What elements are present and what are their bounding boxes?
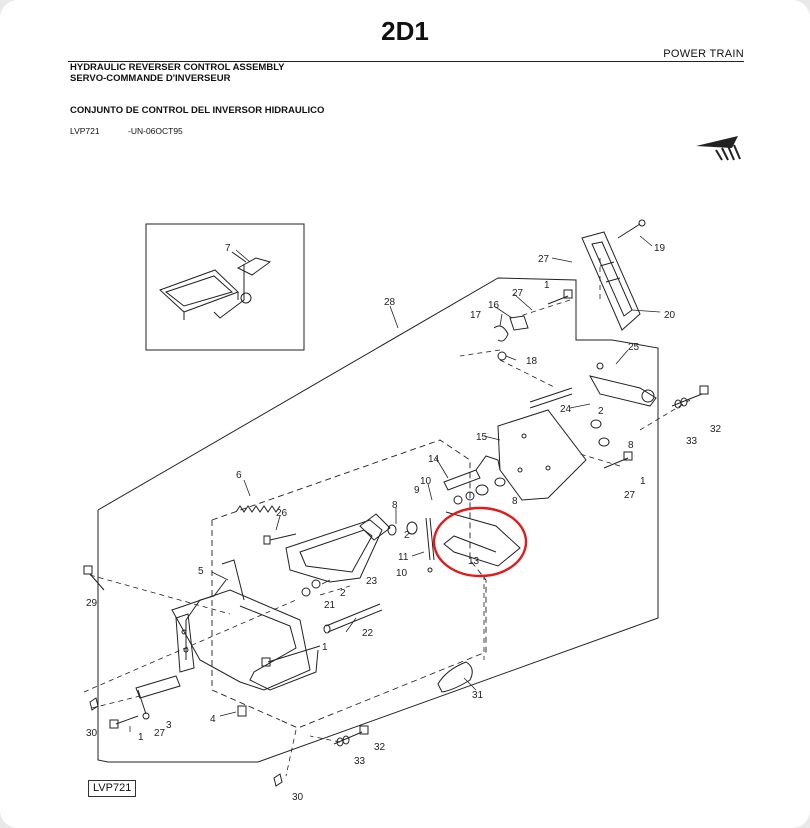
callout-8a: 8 [628, 440, 634, 451]
callout-23: 23 [366, 576, 378, 587]
callout-32a: 32 [710, 424, 722, 435]
callout-9: 9 [414, 485, 420, 496]
callout-8b: 8 [512, 496, 518, 507]
callout-18: 18 [526, 356, 538, 367]
callout-33b: 33 [354, 756, 366, 767]
callout-27c: 27 [624, 490, 636, 501]
callout-16: 16 [488, 300, 500, 311]
callout-2b: 2 [404, 530, 410, 541]
title-spanish: CONJUNTO DE CONTROL DEL INVERSOR HIDRAUL… [70, 105, 325, 116]
main-assembly-outline [97, 277, 659, 763]
callout-8c: 8 [392, 500, 398, 511]
callout-1a: 1 [544, 280, 550, 291]
callout-22: 22 [362, 628, 374, 639]
callout-29: 29 [86, 598, 98, 609]
callout-5: 5 [198, 566, 204, 577]
section-label: POWER TRAIN [663, 48, 744, 60]
callout-26: 26 [276, 508, 288, 519]
callout-11: 11 [398, 552, 409, 563]
header-rule [68, 61, 744, 62]
title-french: SERVO-COMMANDE D'INVERSEUR [70, 73, 231, 84]
callout-1d: 1 [138, 732, 144, 743]
title-english: HYDRAULIC REVERSER CONTROL ASSEMBLY [70, 62, 285, 73]
callout-10a: 10 [420, 476, 432, 487]
reference-date: -UN-06OCT95 [128, 126, 183, 136]
leader-lines [83, 258, 691, 777]
callout-31: 31 [472, 690, 484, 701]
callout-7: 7 [225, 243, 231, 254]
callout-1c: 1 [322, 642, 328, 653]
callout-19: 19 [654, 243, 666, 254]
callout-numbers: 7 28 27 19 20 27 1 16 17 18 25 24 2 8 15… [86, 243, 722, 803]
callout-17: 17 [470, 310, 482, 321]
callout-10b: 10 [396, 568, 408, 579]
callout-6: 6 [236, 470, 242, 481]
part-drawings [83, 219, 709, 787]
callout-28: 28 [384, 297, 396, 308]
callout-2a: 2 [598, 406, 604, 417]
callout-13: 13 [468, 556, 480, 567]
inset-detail-box [145, 223, 305, 351]
sub-assembly-outline [211, 439, 487, 729]
callout-27b: 27 [512, 288, 524, 299]
callout-2c: 2 [340, 588, 346, 599]
highlight-circle [432, 506, 528, 578]
callout-21: 21 [324, 600, 336, 611]
callout-4: 4 [210, 714, 216, 725]
callout-27a: 27 [538, 254, 550, 265]
callout-30b: 30 [292, 792, 304, 803]
callout-14: 14 [428, 454, 440, 465]
callout-30a: 30 [86, 728, 98, 739]
callout-24: 24 [560, 404, 572, 415]
callout-25: 25 [628, 342, 640, 353]
direction-arrow-icon [696, 136, 741, 161]
callout-20: 20 [664, 310, 676, 321]
callout-32b: 32 [374, 742, 386, 753]
page-number: 2D1 [381, 16, 429, 46]
callout-33a: 33 [686, 436, 698, 447]
callout-1b: 1 [640, 476, 646, 487]
callout-leaders [129, 235, 661, 732]
callout-27d: 27 [154, 728, 166, 739]
reference-code: LVP721 [70, 126, 100, 136]
callout-3: 3 [166, 720, 172, 731]
figure-label: LVP721 [88, 780, 137, 797]
callout-15: 15 [476, 432, 488, 443]
